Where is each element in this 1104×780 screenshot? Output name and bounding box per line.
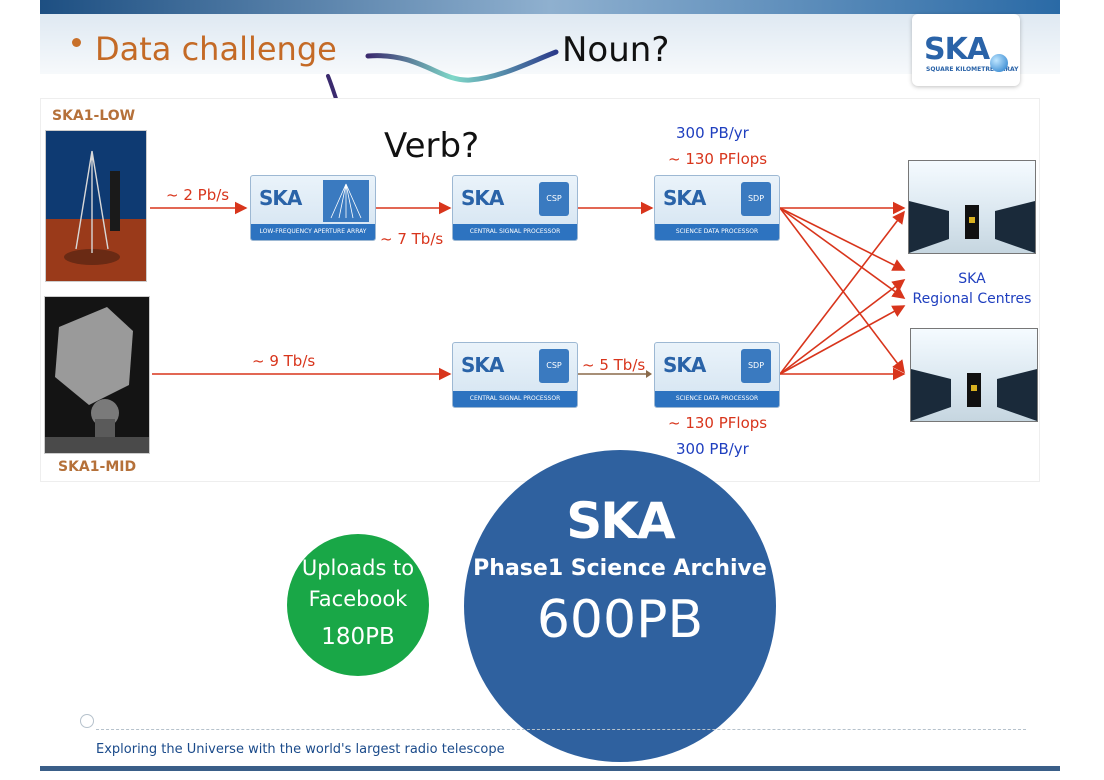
facebook-line2: Facebook xyxy=(308,587,408,611)
proc-ska-text: SKA xyxy=(663,186,706,210)
proc-ska-text: SKA xyxy=(259,186,302,210)
sdp-chip-icon: SDP xyxy=(741,182,771,216)
lfaa-label: LOW-FREQUENCY APERTURE ARRAY xyxy=(251,224,375,240)
flow-arrows xyxy=(150,201,906,381)
regional-centre-photo-2 xyxy=(910,328,1038,422)
data-flow-diagram xyxy=(40,98,1040,482)
sdp-mid-box: SKA SDP SCIENCE DATA PROCESSOR xyxy=(654,342,780,408)
csp-mid-box: SKA CSP CENTRAL SIGNAL PROCESSOR xyxy=(452,342,578,408)
proc-ska-text: SKA xyxy=(461,353,504,377)
footer-bar xyxy=(40,766,1060,771)
csp-chip-icon: CSP xyxy=(539,349,569,383)
archive-value: 600PB xyxy=(536,590,704,650)
slide-title: Data challenge xyxy=(95,30,337,68)
ska1-low-label: SKA1-LOW xyxy=(52,108,136,124)
sdp-mid-storage: 300 PB/yr xyxy=(676,440,749,458)
archive-ska-logo: SKA xyxy=(566,492,675,550)
rate-csp-to-sdp-mid: ~ 5 Tb/s xyxy=(582,356,646,374)
sdp-low-storage: 300 PB/yr xyxy=(676,124,749,142)
ska-logo xyxy=(912,14,1020,86)
lfaa-box: SKA LOW-FREQUENCY APERTURE ARRAY xyxy=(250,175,376,241)
archive-circle xyxy=(464,450,776,762)
sdp-mid-label: SCIENCE DATA PROCESSOR xyxy=(655,391,779,407)
bullet-dot xyxy=(72,38,81,47)
csp-chip-icon: CSP xyxy=(539,182,569,216)
rate-lfaa-to-csp: ~ 7 Tb/s xyxy=(380,230,444,248)
sdp-mid-compute: ~ 130 PFlops xyxy=(668,414,768,432)
csp-low-label: CENTRAL SIGNAL PROCESSOR xyxy=(453,224,577,240)
datacentre-image xyxy=(909,201,1035,253)
regional-centre-photo-1 xyxy=(908,160,1036,254)
csp-mid-label: CENTRAL SIGNAL PROCESSOR xyxy=(453,391,577,407)
rate-mid-to-csp: ~ 9 Tb/s xyxy=(252,352,316,370)
rate-low-to-lfaa: ~ 2 Pb/s xyxy=(166,186,230,204)
sdp-low-compute: ~ 130 PFlops xyxy=(668,150,768,168)
sdp-low-box: SKA SDP SCIENCE DATA PROCESSOR xyxy=(654,175,780,241)
ska1-low-photo xyxy=(45,130,147,282)
ska1-mid-photo xyxy=(44,296,150,454)
facebook-value: 180PB xyxy=(321,624,395,650)
footer-tagline: Exploring the Universe with the world's … xyxy=(96,742,505,757)
footer-divider xyxy=(96,729,1026,730)
verb-label: Verb? xyxy=(384,126,480,166)
ska1-mid-label: SKA1-MID xyxy=(58,459,137,475)
regional-centres-line1: SKA xyxy=(958,271,986,287)
ska-logo-subtext: SQUARE KILOMETRE ARRAY xyxy=(926,66,1019,73)
sdp-chip-icon: SDP xyxy=(741,349,771,383)
facebook-line1: Uploads to xyxy=(301,556,415,580)
proc-ska-text: SKA xyxy=(461,186,504,210)
archive-title: Phase1 Science Archive xyxy=(473,556,767,581)
aperture-array-icon xyxy=(323,180,369,222)
ska-logo-globe xyxy=(990,54,1008,72)
sdp-low-label: SCIENCE DATA PROCESSOR xyxy=(655,224,779,240)
regional-centres-line2: Regional Centres xyxy=(912,291,1032,307)
facebook-circle xyxy=(287,534,429,676)
footer-ring-icon xyxy=(80,714,94,728)
datacentre-image xyxy=(911,369,1037,421)
proc-ska-text: SKA xyxy=(663,353,706,377)
noun-label: Noun? xyxy=(562,30,670,70)
csp-low-box: SKA CSP CENTRAL SIGNAL PROCESSOR xyxy=(452,175,578,241)
ska-logo-text: SKA xyxy=(924,32,990,67)
